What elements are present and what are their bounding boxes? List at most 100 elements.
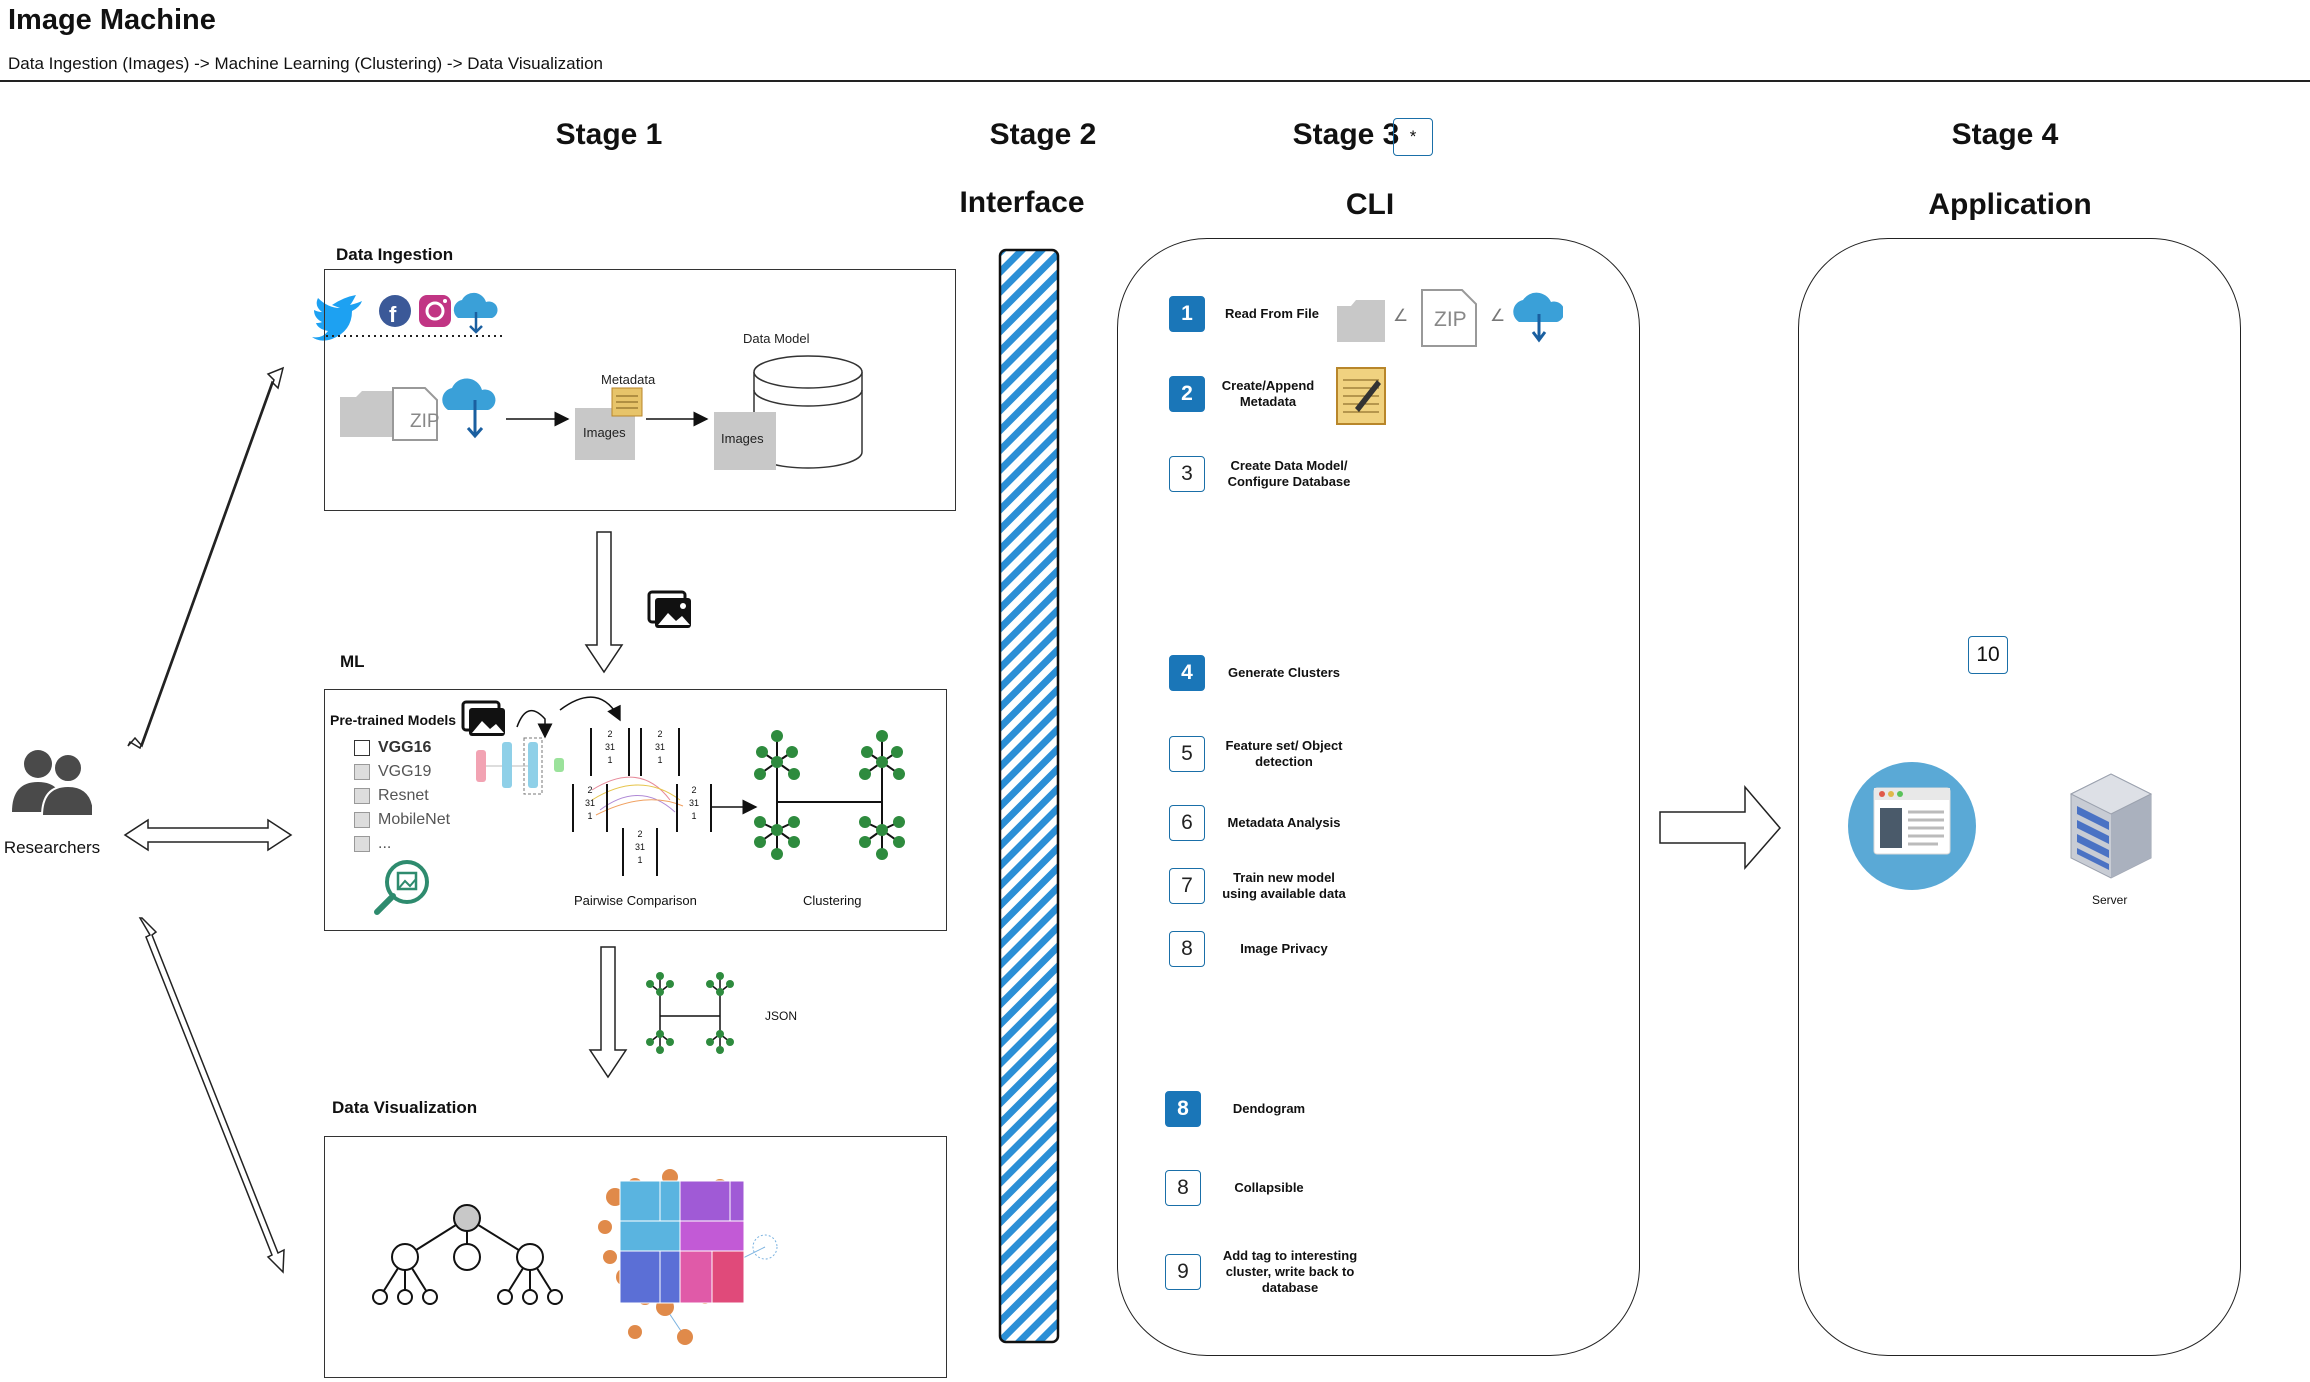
model-name: MobileNet bbox=[378, 811, 451, 828]
clustering-graph bbox=[752, 722, 922, 867]
ml-label: ML bbox=[340, 652, 365, 671]
cli-step-5[interactable]: 5 Feature set/ Object detection bbox=[1169, 736, 1349, 772]
step-label: Create/Append Metadata bbox=[1221, 378, 1315, 409]
researcher-arrow-middle bbox=[123, 818, 293, 852]
pairwise-label: Pairwise Comparison bbox=[574, 893, 697, 908]
chevron-left-icon: ∠ bbox=[1490, 306, 1506, 325]
ingestion-panel bbox=[324, 269, 956, 511]
step-label: Feature set/ Object detection bbox=[1225, 738, 1343, 769]
matrix-value: 1 bbox=[607, 755, 613, 765]
images-db-label: Images bbox=[721, 431, 764, 446]
models-title: Pre-trained Models bbox=[330, 712, 457, 728]
stage1-title: Stage 1 bbox=[555, 118, 663, 151]
stage3-badge[interactable]: * bbox=[1393, 118, 1433, 156]
cli-step-1[interactable]: 1 Read From File bbox=[1169, 296, 1327, 332]
researcher-arrow-up bbox=[127, 366, 285, 750]
header-divider bbox=[0, 80, 2310, 82]
researchers-label: Researchers bbox=[3, 838, 101, 857]
researchers-icon bbox=[10, 746, 96, 818]
json-label: JSON bbox=[765, 1009, 798, 1023]
cli-step-4[interactable]: 4 Generate Clusters bbox=[1169, 655, 1349, 691]
arrow-ingestion-to-ml bbox=[584, 531, 624, 674]
cli-step-3[interactable]: 3 Create Data Model/ Configure Database bbox=[1169, 456, 1359, 492]
step-badge: 5 bbox=[1169, 736, 1205, 772]
chevron-left-icon: ∠ bbox=[1393, 306, 1409, 325]
images-input-icon bbox=[461, 700, 505, 736]
image-search-icon bbox=[371, 856, 433, 923]
svg-text:f: f bbox=[389, 302, 397, 327]
model-name: Resnet bbox=[378, 787, 429, 804]
app-badge[interactable]: 10 bbox=[1968, 636, 2008, 674]
step-label: Dendogram bbox=[1232, 1101, 1306, 1116]
checkbox[interactable] bbox=[354, 788, 370, 804]
model-name: ... bbox=[378, 835, 392, 852]
model-vgg19[interactable]: VGG19 bbox=[354, 760, 450, 784]
cli-step-2[interactable]: 2 Create/Append Metadata bbox=[1169, 376, 1323, 412]
cli-zip-icon bbox=[1418, 288, 1482, 348]
step-badge: 8 bbox=[1165, 1091, 1201, 1127]
json-cluster-icon bbox=[640, 968, 750, 1063]
arrow-ml-to-viz bbox=[588, 946, 628, 1079]
model-vgg16[interactable]: VGG16 bbox=[354, 736, 450, 760]
matrix-value: 31 bbox=[634, 842, 645, 852]
step-badge: 2 bbox=[1169, 376, 1205, 412]
step-badge: 8 bbox=[1165, 1170, 1201, 1206]
step-label: Collapsible bbox=[1234, 1180, 1304, 1195]
step-label: Image Privacy bbox=[1240, 941, 1328, 956]
ingestion-label: Data Ingestion bbox=[336, 245, 454, 264]
matrix-value: 2 bbox=[637, 829, 643, 839]
clustering-label: Clustering bbox=[803, 893, 862, 908]
checkbox[interactable] bbox=[354, 764, 370, 780]
stage3-title: Stage 3 bbox=[1292, 118, 1400, 151]
cli-zip-label: ZIP bbox=[1434, 308, 1467, 331]
model-mobilenet[interactable]: MobileNet bbox=[354, 808, 450, 832]
stage4-title: Stage 4 bbox=[1951, 118, 2059, 151]
metadata-icon bbox=[611, 387, 643, 417]
cli-step-9[interactable]: 9 Add tag to interesting cluster, write … bbox=[1165, 1248, 1365, 1296]
matrix-value: 1 bbox=[637, 855, 643, 865]
cli-folder-icon bbox=[1335, 296, 1387, 347]
checkbox[interactable] bbox=[354, 836, 370, 852]
step-label: Create Data Model/ Configure Database bbox=[1227, 458, 1351, 489]
step-label: Add tag to interesting cluster, write ba… bbox=[1222, 1248, 1358, 1295]
images-label: Images bbox=[583, 425, 626, 440]
folder-icon bbox=[340, 391, 392, 437]
step-label: Read From File bbox=[1225, 306, 1319, 321]
step-badge: 4 bbox=[1169, 655, 1205, 691]
cli-step-dendogram[interactable]: 8 Dendogram bbox=[1165, 1091, 1319, 1127]
cloud-upload-icon bbox=[442, 378, 496, 439]
stage2-subtitle: Interface bbox=[959, 186, 1085, 219]
model-more[interactable]: ... bbox=[354, 832, 450, 856]
cli-step-collapsible[interactable]: 8 Collapsible bbox=[1165, 1170, 1319, 1206]
ml-panel bbox=[324, 689, 947, 931]
cli-step-7[interactable]: 7 Train new model using available data bbox=[1169, 868, 1349, 904]
step-badge: 9 bbox=[1165, 1254, 1201, 1290]
step-label: Train new model using available data bbox=[1222, 870, 1346, 901]
matrix-value: 31 bbox=[584, 798, 595, 808]
database-icon bbox=[753, 355, 863, 469]
cli-step-6[interactable]: 6 Metadata Analysis bbox=[1169, 805, 1349, 841]
model-resnet[interactable]: Resnet bbox=[354, 784, 450, 808]
checkbox[interactable] bbox=[354, 812, 370, 828]
treemap-chart bbox=[619, 1180, 745, 1304]
matrix-5: 2 31 1 bbox=[622, 828, 658, 876]
images-db-box bbox=[714, 412, 776, 470]
model-name: VGG19 bbox=[378, 763, 432, 780]
arrow-cli-to-app bbox=[1659, 784, 1781, 870]
matrix-value: 1 bbox=[657, 755, 663, 765]
matrix-value: 2 bbox=[657, 729, 663, 739]
cli-step-8[interactable]: 8 Image Privacy bbox=[1169, 931, 1349, 967]
interface-bar bbox=[998, 248, 1060, 1344]
check-icon[interactable] bbox=[354, 740, 370, 756]
viz-drawings bbox=[372, 1169, 778, 1345]
page-title: Image Machine bbox=[8, 4, 216, 36]
step-badge: 1 bbox=[1169, 296, 1205, 332]
stage3-subtitle: CLI bbox=[1345, 188, 1395, 221]
matrix-value: 2 bbox=[587, 785, 593, 795]
neural-net-icon bbox=[476, 737, 564, 795]
